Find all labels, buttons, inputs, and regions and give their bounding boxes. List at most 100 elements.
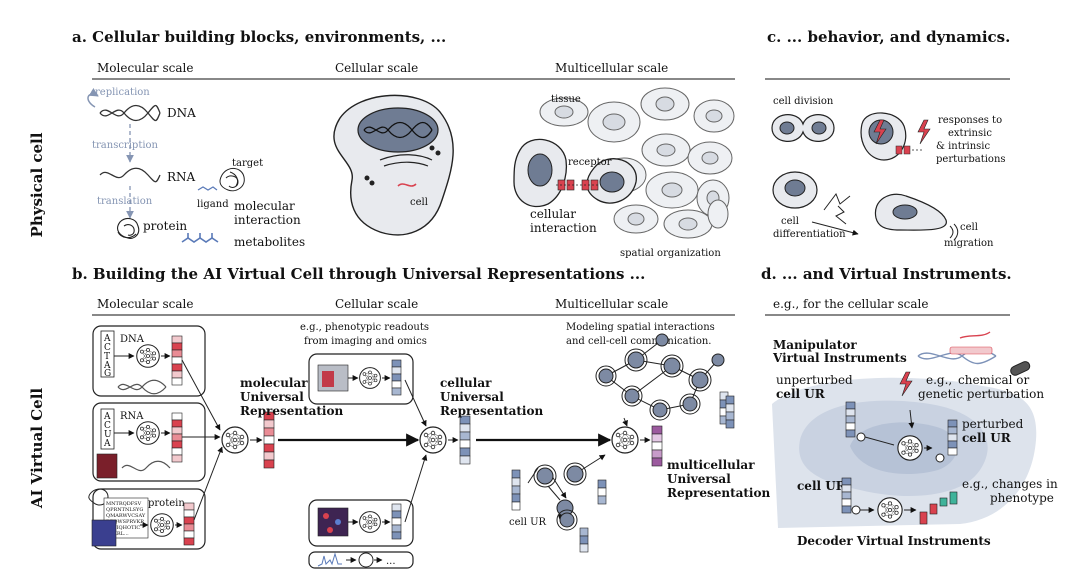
- protein-seq-2: QMARWVCSAY: [106, 513, 146, 519]
- decoder-network-icon: [877, 497, 903, 523]
- panel-c: c. ... behavior, and dynamics. cell divi…: [765, 28, 1010, 249]
- cell-division-label: cell division: [773, 96, 834, 107]
- tissue-label: tissue: [551, 94, 581, 105]
- panel-b-side-label: AI Virtual Cell: [28, 388, 46, 510]
- cell-ur-graph: [511, 454, 607, 553]
- responses-label-1: responses to: [938, 115, 1002, 126]
- dna-seq-2: T: [104, 352, 110, 362]
- molecular-ur-label-2: Universal: [240, 390, 304, 404]
- rna-seq-3: A: [103, 439, 111, 449]
- phenotype-bars-icon: [919, 491, 958, 525]
- cellular-interaction-label-1: cellular: [530, 207, 576, 221]
- protein-box-label: protein: [148, 498, 185, 509]
- ligand-label: ligand: [197, 199, 229, 210]
- protein-seq-3: DTQWSPRVKR: [106, 519, 144, 525]
- lightning-icon: [917, 119, 931, 145]
- lightning-icon: [899, 371, 913, 397]
- cellular-ur-label-3: Representation: [440, 404, 543, 418]
- perturb-type-label-2: genetic perturbation: [918, 387, 1044, 401]
- protein-image-thumbnail: [91, 519, 117, 547]
- cell-ur-label: cell UR: [509, 517, 547, 528]
- replication-label: replication: [95, 87, 150, 98]
- manipulator-label-2: Virtual Instruments: [772, 351, 907, 365]
- cell-label: cell: [410, 197, 428, 208]
- perturbation-response-icon: [860, 112, 931, 161]
- nucleus-icon: [357, 107, 439, 153]
- receptor-label: receptor: [568, 157, 612, 168]
- unperturbed-label-2: cell UR: [776, 387, 826, 401]
- dna-seq-1: C: [104, 343, 111, 353]
- transcription-label: transcription: [92, 140, 159, 151]
- neural-network-icon: [136, 344, 160, 368]
- dna-box-label: DNA: [120, 334, 145, 345]
- dna-helix-icon: [99, 104, 161, 122]
- cell-graph: [595, 333, 735, 429]
- panel-d-title: d. ... and Virtual Instruments.: [761, 265, 1012, 283]
- crispr-icon: [917, 331, 997, 365]
- perturbed-ur-vector: [947, 419, 958, 456]
- translation-label: translation: [97, 196, 153, 207]
- migration-icon: [874, 193, 959, 241]
- molecular-ur-label-1: molecular: [240, 376, 308, 390]
- multicellular-ur-vector: [651, 425, 663, 467]
- multicellular-ur-label-2: Universal: [667, 472, 731, 486]
- molecular-ur-label-3: Representation: [240, 404, 343, 418]
- pill-icon: [1010, 361, 1031, 376]
- changes-label-1: e.g., changes in: [962, 477, 1058, 491]
- panel-a-scale-molecular: Molecular scale: [97, 61, 193, 75]
- panel-a-side-label: Physical cell: [28, 132, 46, 237]
- ellipsis-label: ...: [386, 556, 396, 567]
- responses-label-2: extrinsic: [948, 128, 992, 139]
- mrna-icon: [397, 183, 417, 187]
- multicellular-ur-label-1: multicellular: [667, 458, 755, 472]
- dna-seq-3: A: [103, 361, 111, 371]
- changes-label-2: phenotype: [990, 491, 1054, 505]
- responses-label-4: perturbations: [936, 154, 1006, 165]
- neural-network-icon: [359, 367, 381, 389]
- image-omics-box: [308, 499, 414, 547]
- multicellular-ur-label-3: Representation: [667, 486, 770, 500]
- differentiation-label-2: differentiation: [773, 229, 846, 240]
- molecular-aggregator-icon: [221, 426, 249, 454]
- dna-label: DNA: [167, 106, 196, 120]
- rna-encoder-box: A C U A RNA: [92, 402, 206, 482]
- dna-embedding-vector: [171, 335, 183, 386]
- protein-seq-4: PKFIQHOTIC: [106, 525, 140, 531]
- cellular-interaction-label-2: interaction: [530, 221, 597, 235]
- protein-encoder-box: MNTRQDFSV QPRNTNLSYG QMARWVCSAY DTQWSPRV…: [88, 488, 206, 550]
- rna-seq-0: A: [103, 412, 111, 422]
- protein-seq-1: QPRNTNLSYG: [106, 507, 143, 513]
- protein-label: protein: [143, 219, 187, 233]
- unperturbed-label-1: unperturbed: [776, 373, 853, 387]
- cellular-ur-label-1: cellular: [440, 376, 492, 390]
- protein-seq-5: KPKRL...: [106, 531, 129, 537]
- molecular-interaction-label-1: molecular: [234, 199, 295, 213]
- rna-seq-2: U: [104, 430, 112, 440]
- manipulator-label-1: Manipulator: [773, 338, 857, 352]
- panel-b-scale-cellular: Cellular scale: [335, 297, 418, 311]
- panel-b-title: b. Building the AI Virtual Cell through …: [72, 265, 645, 283]
- panel-d-subtitle: e.g., for the cellular scale: [773, 297, 928, 311]
- perturbed-label-1: perturbed: [962, 417, 1024, 431]
- differentiation-label-1: cell: [781, 216, 799, 227]
- neural-network-icon: [150, 513, 174, 537]
- cell-readout-label-1: e.g., phenotypic readouts: [300, 322, 429, 333]
- lightning-icon: [873, 119, 887, 145]
- latent-point-icon: [856, 432, 866, 442]
- imaging-readout-box: [308, 353, 414, 405]
- decoder-label: Decoder Virtual Instruments: [797, 534, 991, 548]
- cell-division-icon: [771, 114, 835, 142]
- cellular-ur-label-2: Universal: [440, 390, 504, 404]
- multicellular-aggregator-icon: [611, 426, 639, 454]
- panel-a-title: a. Cellular building blocks, environment…: [72, 28, 446, 46]
- cell-readout-label-2: from imaging and omics: [304, 336, 427, 347]
- neural-network-icon: [358, 552, 374, 568]
- panel-b-scale-multicellular: Multicellular scale: [555, 297, 668, 311]
- target-molecule-icon: [219, 168, 245, 192]
- rna-image-thumbnail: [96, 453, 118, 479]
- metabolites-icon: [181, 233, 219, 243]
- molecular-interaction-label-2: interaction: [234, 213, 301, 227]
- ligand-icon: [197, 186, 218, 191]
- panel-a-scale-multicellular: Multicellular scale: [555, 61, 668, 75]
- multi-note-label-1: Modeling spatial interactions: [566, 322, 715, 333]
